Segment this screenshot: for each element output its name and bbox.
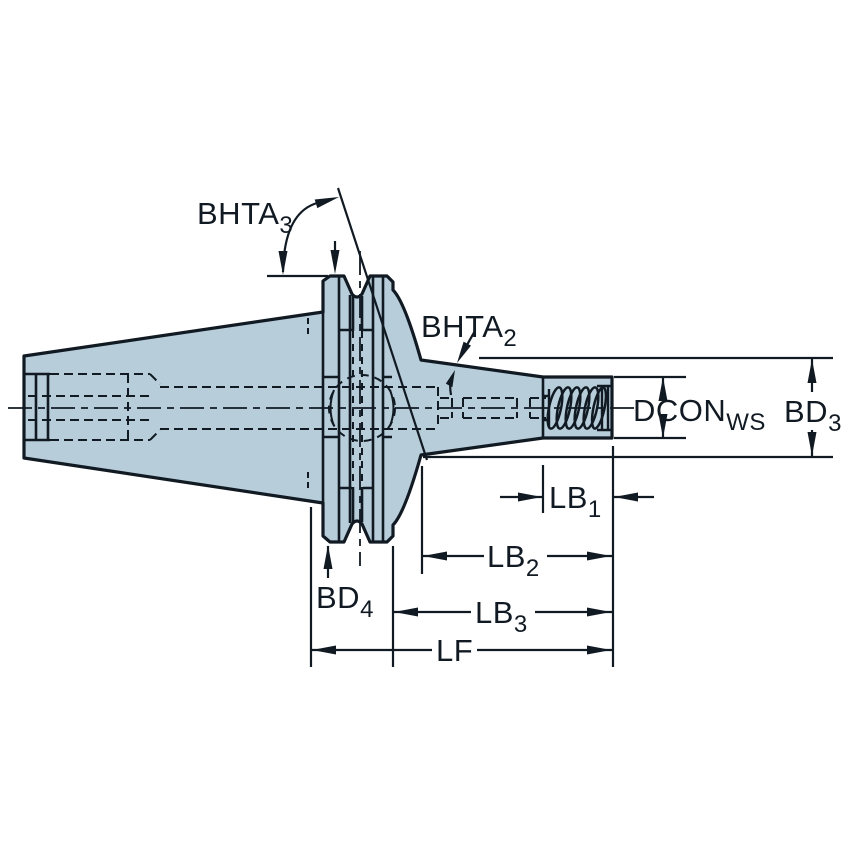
counterbore-inner	[28, 395, 150, 421]
lb1-arrow-left	[518, 492, 542, 502]
label-bhta3: BHTA3	[197, 196, 293, 239]
lf-arrow-right	[587, 645, 611, 655]
groove-slot-walls	[351, 296, 364, 522]
lf-arrow-left	[312, 645, 336, 655]
bd4-arrow-up	[323, 545, 333, 569]
tool-body	[22, 274, 614, 544]
flange-detail-lines	[24, 277, 612, 541]
coil-loop	[564, 386, 582, 430]
label-bd4: BD4	[316, 580, 374, 623]
bhta2-leader-arrow	[457, 341, 471, 363]
label-dcon-ws: DCONWS	[633, 393, 766, 436]
bd3-arrow-up	[807, 359, 817, 383]
label-lb2: LB2	[487, 539, 540, 582]
bhta3-arc-arrow-lower	[278, 251, 288, 275]
label-lf: LF	[436, 633, 473, 668]
bhta3-arc-arrow-upper	[314, 197, 339, 209]
lb3-arrow-left	[394, 607, 418, 617]
dcon-arrow-down	[658, 414, 668, 438]
dcon-arrow-up	[658, 377, 668, 401]
dim-bhta3-slant-line	[336, 187, 429, 461]
lb3-arrow-right	[587, 607, 611, 617]
shank-bore-mouth	[24, 372, 50, 442]
center-channel	[440, 397, 546, 419]
lb2-arrow-left	[423, 551, 447, 561]
bhta2-arc-arrow	[445, 370, 455, 388]
lb1-arrow-right	[614, 492, 638, 502]
label-bhta2: BHTA2	[421, 309, 517, 352]
groove-slot-hidden	[352, 331, 363, 487]
counterbore-outer	[50, 373, 150, 441]
lb2-arrow-right	[587, 551, 611, 561]
flange-rim-horizontals	[324, 375, 392, 439]
label-lb3: LB3	[475, 595, 528, 638]
coil-loop	[573, 386, 591, 430]
coil-loop	[555, 386, 573, 430]
label-lb1: LB1	[549, 480, 602, 523]
dimension-labels: BHTA3 BHTA2 DCONWS BD3 BD4 LB1 LB2 LB3 L…	[197, 196, 842, 668]
label-bd3: BD3	[784, 394, 842, 437]
counterbore-chamfer	[149, 373, 161, 441]
coil-loop	[590, 386, 608, 430]
arrowheads	[278, 197, 817, 655]
tool-body-outline	[22, 274, 614, 544]
coil-loop	[582, 386, 600, 430]
centerlines	[8, 251, 638, 566]
thread-end-relief	[597, 384, 612, 432]
groove-bottom-edges	[340, 328, 372, 490]
bd3-arrow-down	[807, 432, 817, 456]
thread-coil	[546, 386, 608, 430]
flange-top-arrow-down	[330, 250, 340, 274]
coil-loop	[546, 386, 564, 430]
